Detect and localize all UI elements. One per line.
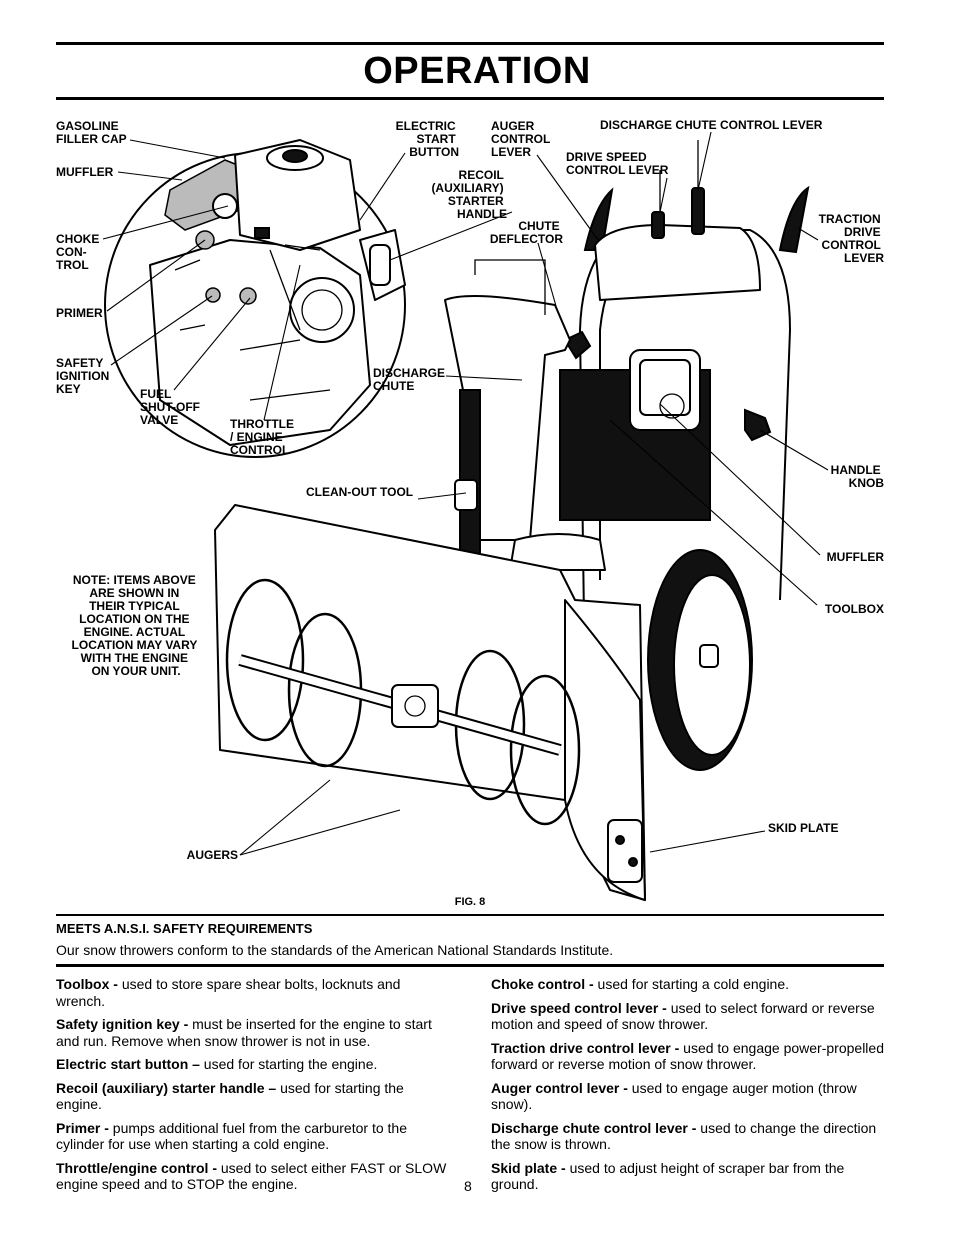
desc-safety-ignition-key: Safety ignition key - must be inserted f… bbox=[56, 1016, 432, 1049]
label-auger-control-lever: AUGER CONTROL LEVER bbox=[491, 119, 553, 159]
label-throttle-engine-control: THROTTLE / ENGINE CONTROL bbox=[230, 417, 297, 457]
label-gasoline-filler-cap: GASOLINE FILLER CAP bbox=[56, 119, 127, 146]
ansi-heading: MEETS A.N.S.I. SAFETY REQUIREMENTS bbox=[56, 921, 313, 936]
desc-choke-control: Choke control - used for starting a cold… bbox=[491, 976, 790, 992]
desc-discharge-chute-control-lever: Discharge chute control lever - used to … bbox=[491, 1119, 877, 1153]
label-traction-drive-control-lever: TRACTION DRIVE CONTROL LEVER bbox=[819, 212, 885, 265]
label-augers: AUGERS bbox=[187, 848, 238, 862]
desc-traction-drive-control-lever: Traction drive control lever - used to e… bbox=[491, 1039, 884, 1073]
desc-toolbox: Toolbox - used to store spare shear bolt… bbox=[56, 976, 401, 1009]
label-handle-knob: HANDLE KNOB bbox=[831, 463, 885, 490]
desc-primer: Primer - pumps additional fuel from the … bbox=[56, 1119, 407, 1153]
desc-skid-plate: Skid plate - used to adjust height of sc… bbox=[491, 1159, 845, 1193]
label-discharge-chute-control-lever: DISCHARGE CHUTE CONTROL LEVER bbox=[600, 118, 823, 132]
label-muffler-engine: MUFFLER bbox=[56, 165, 114, 179]
label-fuel-shutoff-valve: FUEL SHUT-OFF VALVE bbox=[140, 387, 203, 427]
leader-lines bbox=[102, 131, 829, 856]
desc-throttle-engine-control: Throttle/engine control - used to select… bbox=[56, 1159, 447, 1193]
desc-electric-start-button: Electric start button – used for startin… bbox=[56, 1056, 378, 1072]
label-choke-control: CHOKE CON- TROL bbox=[56, 232, 103, 272]
ansi-bottom-rule bbox=[56, 964, 884, 967]
label-discharge-chute: DISCHARGE CHUTE bbox=[373, 366, 448, 393]
descriptions-left-column: Toolbox - used to store spare shear bolt… bbox=[56, 976, 450, 1200]
engine-closeup-illustration bbox=[104, 139, 406, 458]
label-electric-start-button: ELECTRIC START BUTTON bbox=[396, 119, 459, 159]
label-clean-out-tool: CLEAN-OUT TOOL bbox=[306, 485, 413, 499]
desc-drive-speed-control-lever: Drive speed control lever - used to sele… bbox=[491, 999, 875, 1033]
label-safety-ignition-key: SAFETY IGNITION KEY bbox=[56, 356, 113, 396]
label-toolbox: TOOLBOX bbox=[825, 602, 884, 616]
label-muffler-unit: MUFFLER bbox=[827, 550, 885, 564]
page-number: 8 bbox=[464, 1178, 472, 1194]
snow-thrower-illustration bbox=[214, 140, 810, 901]
ansi-top-rule bbox=[56, 914, 884, 916]
desc-auger-control-lever: Auger control lever - used to engage aug… bbox=[491, 1079, 857, 1113]
label-primer: PRIMER bbox=[56, 306, 103, 320]
label-chute-deflector: CHUTE DEFLECTOR bbox=[490, 219, 563, 246]
top-rule bbox=[56, 42, 884, 45]
label-skid-plate: SKID PLATE bbox=[768, 821, 838, 835]
title-underline bbox=[56, 97, 884, 100]
figure-caption: FIG. 8 bbox=[455, 896, 486, 908]
desc-recoil-starter-handle: Recoil (auxiliary) starter handle – used… bbox=[56, 1079, 404, 1113]
label-drive-speed-control-lever: DRIVE SPEED CONTROL LEVER bbox=[566, 150, 669, 177]
ansi-text: Our snow throwers conform to the standar… bbox=[56, 942, 614, 958]
label-recoil-starter-handle: RECOIL (AUXILIARY) STARTER HANDLE bbox=[431, 168, 507, 221]
page-title: OPERATION bbox=[363, 50, 591, 92]
descriptions-right-column: Choke control - used for starting a cold… bbox=[491, 976, 885, 1200]
snow-thrower-diagram: GASOLINE FILLER CAP MUFFLER CHOKE CON- T… bbox=[56, 118, 885, 908]
figure-note: NOTE: ITEMS ABOVE ARE SHOWN IN THEIR TYP… bbox=[72, 573, 201, 678]
